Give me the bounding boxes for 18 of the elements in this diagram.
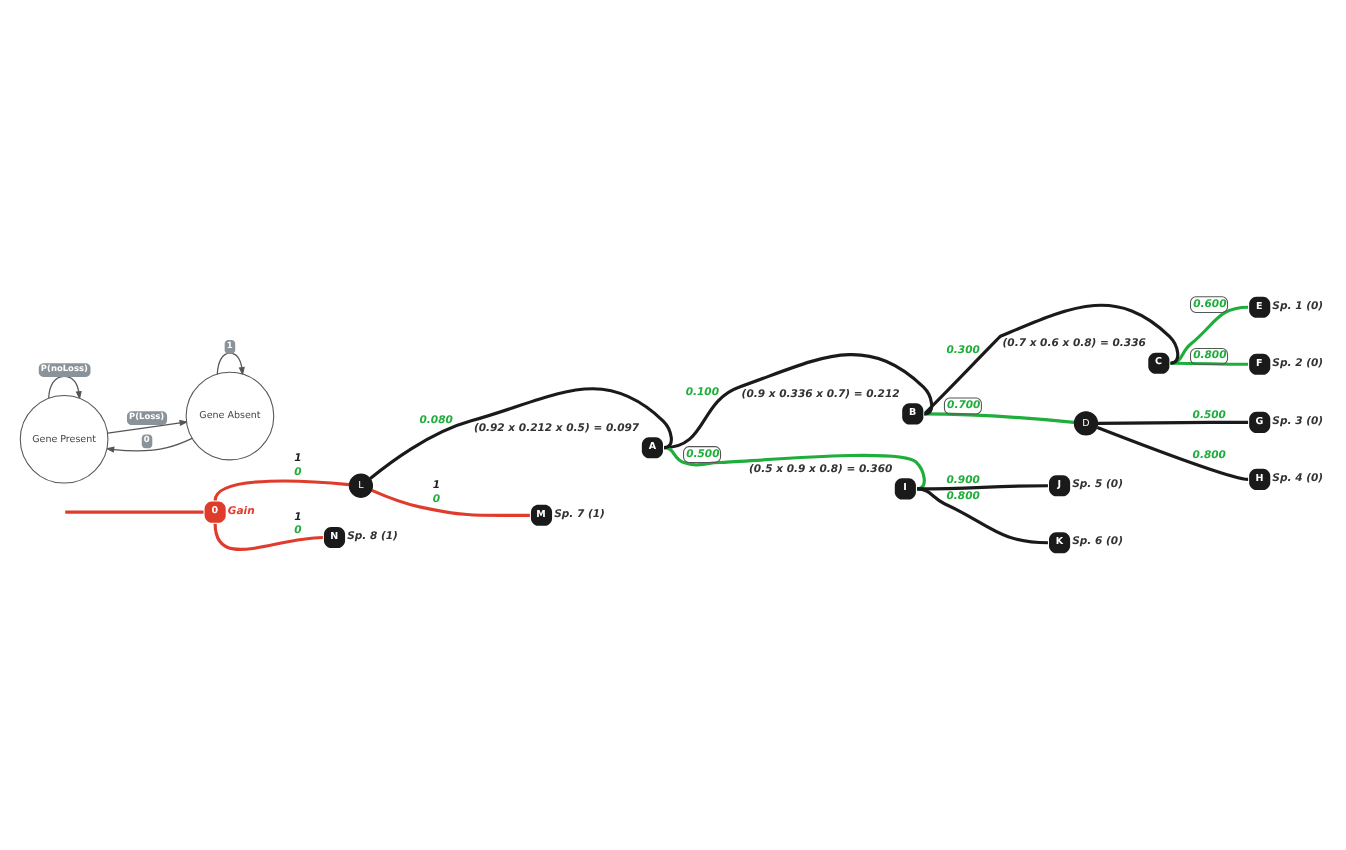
- connector: [65, 510, 204, 514]
- connector: [369, 387, 673, 480]
- connector: [916, 484, 1048, 491]
- connector: [213, 523, 323, 551]
- connector: [1096, 425, 1249, 481]
- connector: [1170, 361, 1249, 366]
- connector: [916, 487, 1048, 545]
- connector: [923, 303, 1180, 416]
- connector: [213, 479, 350, 501]
- arrow: [216, 352, 245, 376]
- arrow: [107, 419, 189, 434]
- connector: [663, 446, 926, 491]
- arrow: [105, 437, 193, 453]
- connector: [371, 488, 530, 518]
- connector: [1170, 305, 1249, 365]
- connector: [924, 412, 1075, 424]
- connector: [1097, 420, 1249, 425]
- arrow: [48, 375, 82, 401]
